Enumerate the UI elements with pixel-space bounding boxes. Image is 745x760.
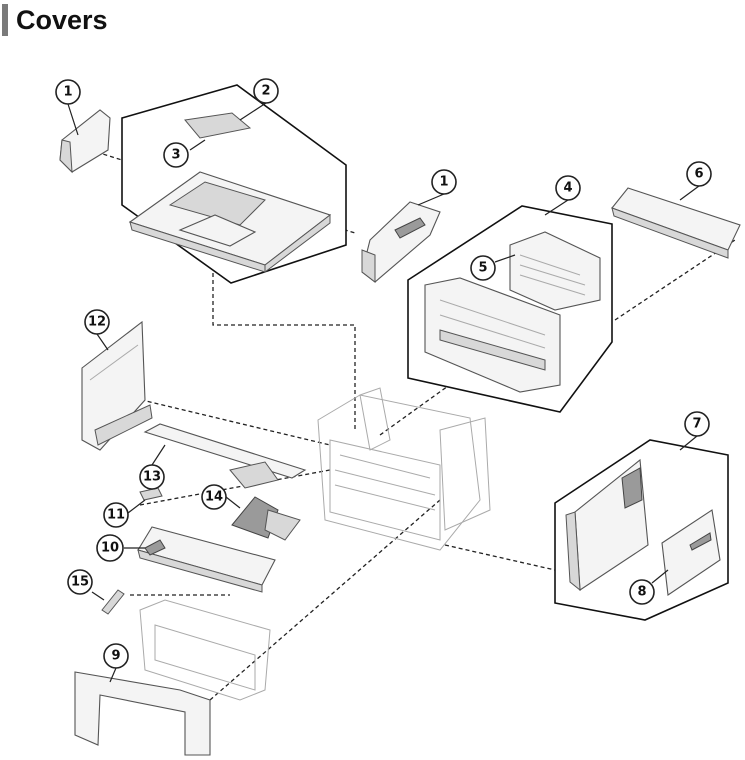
svg-text:9: 9 (111, 649, 120, 664)
top-cover-part (128, 171, 332, 274)
svg-text:3: 3 (171, 148, 180, 163)
left-bracket-part (59, 109, 111, 174)
svg-text:10: 10 (101, 541, 119, 556)
svg-text:2: 2 (261, 84, 270, 99)
callout-3-output-bin-extender: 3 (163, 142, 189, 168)
rear-door-part (509, 231, 601, 311)
svg-text:7: 7 (692, 417, 701, 432)
right-side-panel-part (661, 509, 721, 596)
callout-12-left-cover: 12 (84, 309, 110, 335)
right-cover-part (565, 458, 649, 592)
callout-6-top-rear-cover: 6 (686, 161, 712, 187)
callout-11-small-cover-piece: 11 (103, 502, 129, 528)
control-panel-module-part (231, 496, 301, 541)
base-frame (139, 599, 271, 701)
svg-text:4: 4 (563, 181, 572, 196)
page-title: Covers (16, 4, 108, 35)
callout-14-control-panel-module: 14 (201, 484, 227, 510)
page-header: Covers (0, 0, 108, 40)
svg-text:8: 8 (637, 585, 646, 600)
top-rear-cover-part (611, 187, 741, 259)
svg-text:11: 11 (107, 508, 125, 523)
callout-9-front-door: 9 (103, 643, 129, 669)
operator-panel-cover-part (137, 526, 276, 593)
output-bin-extender-part (184, 112, 252, 139)
callout-2-top-cover-group: 2 (253, 78, 279, 104)
callout-5-rear-door: 5 (470, 255, 496, 281)
svg-text:12: 12 (88, 315, 106, 330)
svg-text:1: 1 (439, 175, 448, 190)
lever-part (101, 589, 125, 615)
callout-15-lever: 15 (67, 569, 93, 595)
front-bar-part (143, 423, 307, 489)
svg-text:1: 1 (63, 85, 72, 100)
callout-10-operator-panel-cover: 10 (96, 534, 124, 562)
callout-8-right-side-panel: 8 (629, 579, 655, 605)
small-cover-piece-part (139, 487, 163, 501)
svg-text:15: 15 (71, 575, 89, 590)
left-cover-part (81, 320, 153, 451)
callout-13-front-bar: 13 (139, 464, 165, 490)
svg-text:14: 14 (205, 490, 223, 505)
svg-text:13: 13 (143, 470, 161, 485)
svg-text:5: 5 (478, 261, 487, 276)
leader-lines (67, 102, 700, 683)
callout-7-right-cover-group: 7 (684, 411, 710, 437)
right-bracket-part (361, 201, 441, 284)
front-door-part (74, 671, 211, 756)
printer-frame (317, 387, 491, 551)
callout-1-left-bracket: 1 (55, 79, 81, 105)
title-accent-bar (2, 4, 8, 36)
svg-text:6: 6 (694, 167, 703, 182)
rear-frame-part (424, 277, 561, 393)
callout-1-right-bracket: 1 (431, 169, 457, 195)
callout-4-rear-door-group: 4 (555, 175, 581, 201)
